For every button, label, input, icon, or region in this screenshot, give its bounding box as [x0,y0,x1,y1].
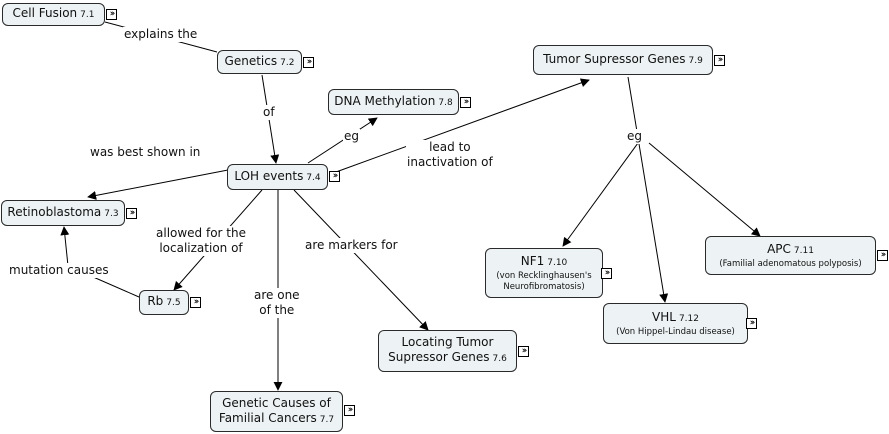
node-genetics-label: Genetics [224,53,278,68]
link-label-was-best-shown-in: was best shown in [89,145,202,160]
link-label-of: of [262,105,276,120]
edge-tsg-vhl [627,76,669,303]
double-chevron-right-icon[interactable]: ›› [106,9,117,20]
node-apc-label: APC [767,241,791,256]
node-vhl-number: 7.12 [678,313,699,324]
node-genetic-causes-line1: Genetic Causes of [222,395,331,410]
double-chevron-right-icon[interactable]: ›› [714,55,725,66]
node-genetic-causes-number: 7.7 [319,414,335,425]
link-label-lead-to: lead to inactivation of [406,140,494,170]
edge-loh-retinoblastoma [87,169,229,200]
edge-loh-locating [293,189,429,331]
double-chevron-right-icon[interactable]: ›› [460,97,471,108]
link-label-are-markers-for: are markers for [304,238,399,253]
link-label-allowed-for: allowed for the localization of [155,226,247,256]
node-dna-methylation-label: DNA Methylation [334,93,436,108]
node-locating-number: 7.6 [492,354,507,364]
edge-tsg-nf1 [562,142,639,247]
node-vhl-label: VHL [652,309,676,324]
node-vhl-sub1: (Von Hippel-Lindau disease) [616,326,735,337]
node-cell-fusion-number: 7.1 [80,10,95,20]
double-chevron-right-icon[interactable]: ›› [518,346,529,357]
node-nf1-sub2: Neurofibromatosis) [503,281,585,292]
node-tsg-label: Tumor Supressor Genes [543,51,686,66]
link-label-are-one-line2: of the [259,303,295,317]
link-label-explains-the: explains the [123,27,199,42]
link-label-lead-to-line1: lead to [429,140,471,154]
double-chevron-right-icon[interactable]: ›› [190,297,201,308]
node-nf1-sub1: (von Recklinghausen's [496,270,592,281]
node-genetics-number: 7.2 [280,57,295,68]
double-chevron-right-icon[interactable]: ›› [344,405,355,416]
node-locating-line1: Locating Tumor [401,335,494,349]
node-apc-sub1: (Familial adenomatous polyposis) [719,258,862,269]
node-apc-number: 7.11 [793,245,814,256]
node-dna-methylation-number: 7.8 [438,97,453,108]
node-rb-number: 7.5 [166,298,181,308]
node-loh-number: 7.4 [306,172,321,183]
node-genetic-causes-line2: Familial Cancers [218,410,317,425]
link-label-lead-to-line2: inactivation of [407,155,493,169]
link-label-are-one-line1: are one [254,288,300,302]
double-chevron-right-icon[interactable]: ›› [601,268,612,279]
edge-loh-tsg [335,78,590,173]
edge-loh-dnamethylation [307,117,378,164]
double-chevron-right-icon[interactable]: ›› [877,250,888,261]
link-label-allowed-line1: allowed for the [156,226,246,240]
edge-tsg-apc [648,142,761,237]
node-locating-line2: Supressor Genes [388,350,490,364]
link-label-allowed-line2: localization of [159,241,243,255]
link-label-are-one-of-the: are one of the [253,288,301,318]
node-rb-label: Rb [147,294,164,308]
node-retinoblastoma-label: Retinoblastoma [7,204,102,219]
link-label-eg-tsg: eg [626,129,643,144]
double-chevron-right-icon[interactable]: ›› [329,171,340,182]
double-chevron-right-icon[interactable]: ›› [303,57,314,68]
double-chevron-right-icon[interactable]: ›› [126,208,137,219]
node-retinoblastoma-number: 7.3 [104,208,119,219]
edge-rb-retinoblastoma [60,226,140,298]
node-loh-label: LOH events [234,168,304,183]
node-nf1-label: NF1 [520,253,545,268]
link-label-mutation-causes: mutation causes [8,263,110,278]
node-cell-fusion-label: Cell Fusion [12,6,78,20]
double-chevron-right-icon[interactable]: ›› [746,318,757,329]
node-nf1-number: 7.10 [547,257,568,268]
node-tsg-number: 7.9 [688,55,703,66]
link-label-eg-methylation: eg [343,129,360,144]
